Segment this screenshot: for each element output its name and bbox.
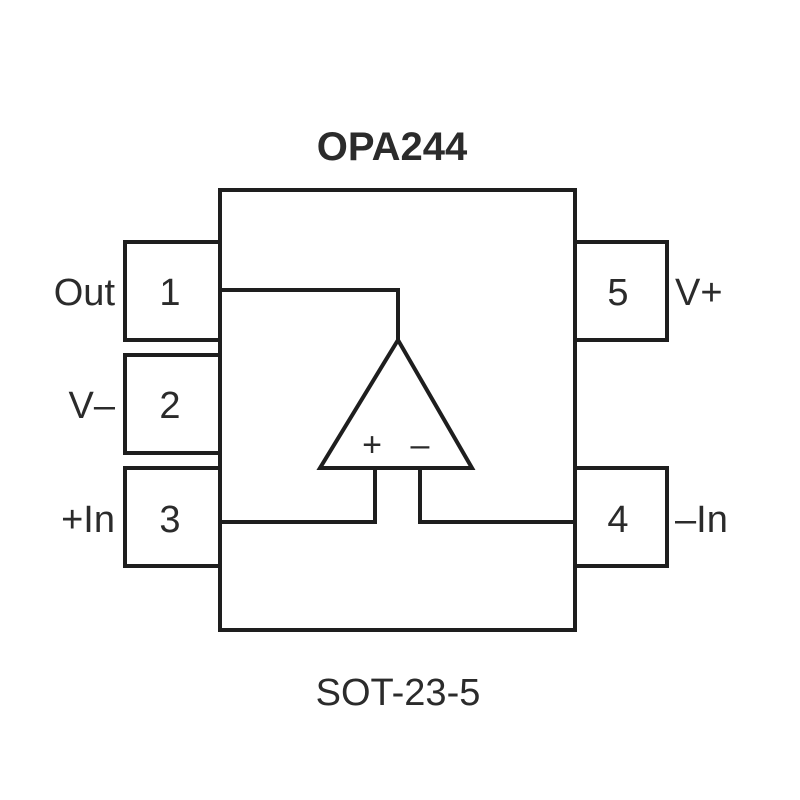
pin-4-number: 4 [607, 499, 628, 541]
pin-2-name: V– [69, 385, 116, 427]
pin-2-number: 2 [159, 385, 180, 427]
pin-5-number: 5 [607, 272, 628, 314]
pin-3-box [123, 466, 222, 568]
pin-5-name: V+ [675, 272, 723, 314]
pin-1-name: Out [54, 272, 116, 314]
pin-3-name: +In [61, 499, 115, 541]
pin-1-box [123, 240, 222, 342]
opamp-minus-sign: – [411, 426, 430, 464]
inverting-input-wire [418, 468, 575, 524]
output-wire [220, 288, 400, 340]
opamp-triangle [316, 336, 476, 470]
pin-3-number: 3 [159, 499, 180, 541]
pin-5-box [573, 240, 669, 342]
pin-2-box [123, 353, 222, 455]
opamp-plus-sign: + [362, 426, 382, 464]
pin-4-name: –In [675, 499, 728, 541]
part-title: OPA244 [317, 125, 468, 169]
pin-4-box [573, 466, 669, 568]
pin-1-number: 1 [159, 272, 180, 314]
noninverting-input-wire [220, 468, 377, 524]
package-label: SOT-23-5 [316, 672, 481, 714]
